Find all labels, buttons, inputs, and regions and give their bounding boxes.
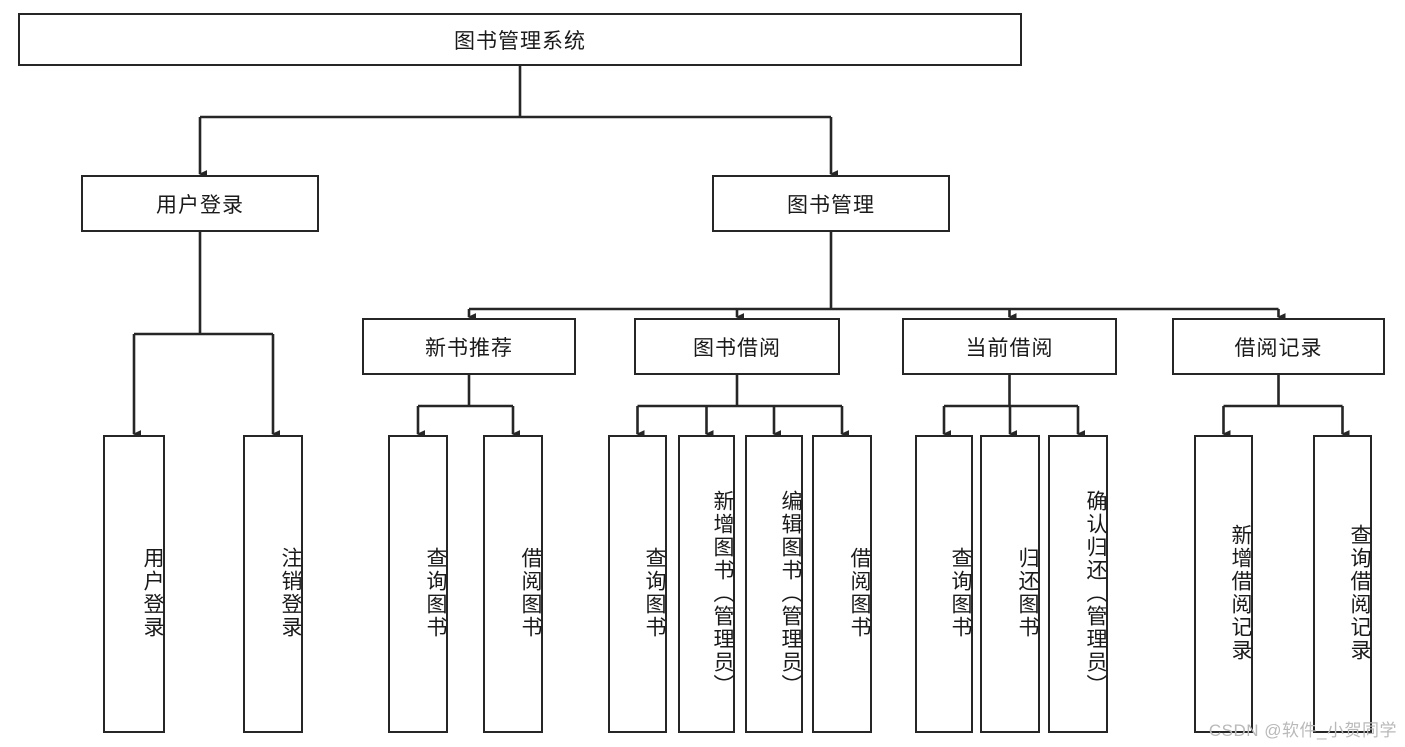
node-book-borrow[interactable]: 图书借阅 xyxy=(634,318,840,375)
leaf-query-book-3[interactable]: 查询图书 xyxy=(915,435,973,733)
leaf-user-login-label: 用户登录 xyxy=(141,547,164,639)
leaf-add-borrow-record[interactable]: 新增借阅记录 xyxy=(1194,435,1253,733)
node-book-manage[interactable]: 图书管理 xyxy=(712,175,950,232)
node-root[interactable]: 图书管理系统 xyxy=(18,13,1022,66)
leaf-add-book[interactable]: 新增图书（管理员） xyxy=(678,435,735,733)
leaf-borrow-book-1[interactable]: 借阅图书 xyxy=(483,435,543,733)
node-current-borrow-label: 当前借阅 xyxy=(965,336,1054,360)
leaf-borrow-book-2[interactable]: 借阅图书 xyxy=(812,435,872,733)
leaf-edit-book[interactable]: 编辑图书（管理员） xyxy=(745,435,803,733)
leaf-edit-book-label: 编辑图书（管理员） xyxy=(779,489,802,697)
node-new-book-recommend-label: 新书推荐 xyxy=(425,336,513,360)
leaf-logout-label: 注销登录 xyxy=(279,547,302,639)
leaf-logout[interactable]: 注销登录 xyxy=(243,435,303,733)
leaf-query-borrow-record[interactable]: 查询借阅记录 xyxy=(1313,435,1372,733)
node-user-login[interactable]: 用户登录 xyxy=(81,175,319,232)
leaf-add-book-label: 新增图书（管理员） xyxy=(711,489,734,697)
leaf-confirm-return[interactable]: 确认归还（管理员） xyxy=(1048,435,1108,733)
leaf-return-book-label: 归还图书 xyxy=(1016,547,1039,639)
node-new-book-recommend[interactable]: 新书推荐 xyxy=(362,318,576,375)
leaf-query-book-1-label: 查询图书 xyxy=(424,547,447,639)
node-book-borrow-label: 图书借阅 xyxy=(693,336,781,360)
leaf-borrow-book-2-label: 借阅图书 xyxy=(848,547,871,639)
leaf-user-login[interactable]: 用户登录 xyxy=(103,435,165,733)
node-current-borrow[interactable]: 当前借阅 xyxy=(902,318,1117,375)
watermark: CSDN @软件_小贺同学 xyxy=(1208,721,1397,740)
leaf-query-book-1[interactable]: 查询图书 xyxy=(388,435,448,733)
node-root-label: 图书管理系统 xyxy=(454,29,586,53)
node-borrow-record-label: 借阅记录 xyxy=(1234,336,1323,360)
node-user-login-label: 用户登录 xyxy=(156,193,244,217)
leaf-query-book-3-label: 查询图书 xyxy=(949,547,972,639)
leaf-borrow-book-1-label: 借阅图书 xyxy=(519,547,542,639)
leaf-confirm-return-label: 确认归还（管理员） xyxy=(1084,489,1107,697)
leaf-query-book-2-label: 查询图书 xyxy=(643,547,666,639)
leaf-query-book-2[interactable]: 查询图书 xyxy=(608,435,667,733)
leaf-return-book[interactable]: 归还图书 xyxy=(980,435,1040,733)
node-borrow-record[interactable]: 借阅记录 xyxy=(1172,318,1385,375)
leaf-query-borrow-record-label: 查询借阅记录 xyxy=(1348,524,1371,662)
node-book-manage-label: 图书管理 xyxy=(787,193,875,217)
leaf-add-borrow-record-label: 新增借阅记录 xyxy=(1229,524,1252,662)
